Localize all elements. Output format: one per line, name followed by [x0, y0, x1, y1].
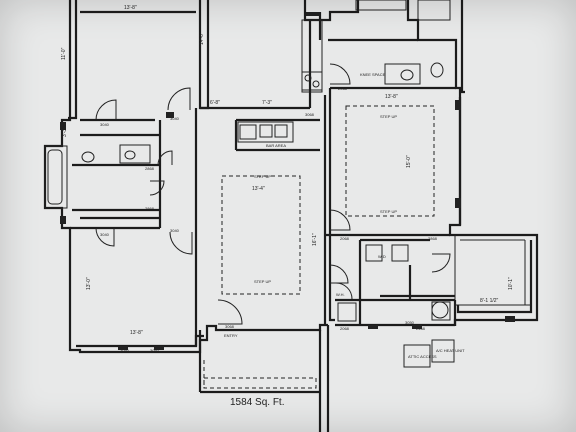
exterior-walls: [43, 0, 539, 354]
label-step-up: STEP UP: [254, 279, 271, 284]
step-up-outlines: [203, 105, 435, 389]
dim-bed1-width: 13'-8": [124, 5, 137, 11]
window-codes: 3040 3040 3040 3040 3050 3050 3050 2068 …: [100, 86, 438, 353]
door-swings: [95, 63, 451, 325]
label-step-up-master-bottom: STEP UP: [380, 209, 397, 214]
window-code: 2868: [428, 236, 438, 241]
window-code: 2068: [340, 326, 350, 331]
window-code: 2868: [145, 206, 155, 211]
label-knee-space: KNEE SPACE: [360, 72, 386, 77]
ac-unit-box: [431, 339, 455, 363]
dim-kitchen-top: 7'-3": [262, 100, 272, 106]
dim-bed1-depth: 11'-0": [61, 47, 67, 60]
window-code: 3050: [150, 348, 160, 353]
window-marks: [60, 12, 515, 350]
window-code: 3040: [170, 228, 180, 233]
interior-walls: [70, 10, 462, 432]
dim-porch-depth: 10'-1": [508, 277, 514, 290]
window-code: 3040: [100, 232, 110, 237]
window-code: 2868: [145, 166, 155, 171]
window-code: 2468: [416, 326, 426, 331]
window-code: 3040: [100, 122, 110, 127]
window-code: 3068: [305, 112, 315, 117]
area-label: 1584 Sq. Ft.: [230, 397, 284, 408]
dim-closet: 3'-3": [62, 127, 68, 137]
window-code: 3050: [405, 320, 415, 325]
dim-kitchen-left: 6'-8": [210, 100, 220, 106]
label-step-up-living: STEP UP: [254, 174, 271, 179]
label-entry: ENTRY: [224, 333, 238, 338]
label-step-up-master-top: STEP UP: [380, 114, 397, 119]
dim-master-width: 13'-8": [385, 94, 398, 100]
porch-rails: [454, 235, 531, 312]
label-wd: W D: [378, 254, 386, 259]
dim-porch-width: 8'-1 1/2": [480, 298, 499, 304]
dim-bed2-depth: 13'-0": [86, 277, 92, 290]
attic-access-box: [403, 344, 431, 368]
dim-master-depth: 15'-0": [406, 155, 412, 168]
window-code: 2068: [340, 236, 350, 241]
label-attic-access: ATTIC ACCESS: [408, 354, 437, 359]
dim-dining-side: 14'-0": [199, 32, 205, 45]
kitchen-counters: [237, 19, 323, 143]
window-code: 2068: [338, 86, 348, 91]
dim-bed2-width: 13'-8": [130, 330, 143, 336]
dim-side: 16'-1": [312, 233, 318, 246]
window-code: 3050: [120, 348, 130, 353]
window-code: 3068: [225, 324, 235, 329]
window-code: 3040: [170, 116, 180, 121]
bath-fixtures: [47, 0, 451, 322]
label-ac-unit: A/C HEAT UNIT: [436, 348, 465, 353]
dim-living-width: 13'-4": [252, 186, 265, 192]
label-bar-area: BAR AREA: [266, 143, 286, 148]
label-wh: W.H.: [336, 292, 345, 297]
